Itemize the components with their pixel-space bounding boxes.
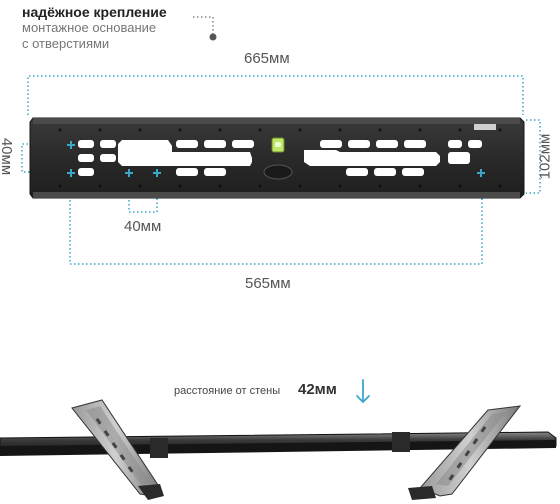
hole-markers: [67, 141, 485, 177]
label-hole-span: 565мм: [245, 275, 291, 292]
arrow-down-icon: [356, 379, 370, 404]
dimension-total-width: [27, 75, 524, 115]
mounting-plate: [29, 117, 525, 199]
right-arm: [408, 405, 522, 500]
label-hole-vertical: 40мм: [0, 137, 16, 176]
bubble-level-icon: [271, 137, 285, 153]
callout-line-2: с отверстиями: [22, 36, 110, 51]
label-total-width: 665мм: [244, 50, 290, 67]
left-arm: [71, 399, 164, 500]
wall-distance-label: расстояние от стены: [174, 385, 281, 397]
side-view: [0, 399, 557, 500]
wall-distance-value: 42мм: [298, 381, 337, 398]
callout-leader: [193, 16, 217, 41]
label-hole-horizontal: 40мм: [124, 218, 162, 235]
callout-title: надёжное крепление: [22, 4, 167, 20]
callout-line-1: монтажное основание: [22, 20, 157, 35]
label-height: 102мм: [536, 133, 554, 180]
product-sticker: [474, 124, 496, 130]
logo-badge: [263, 164, 293, 180]
